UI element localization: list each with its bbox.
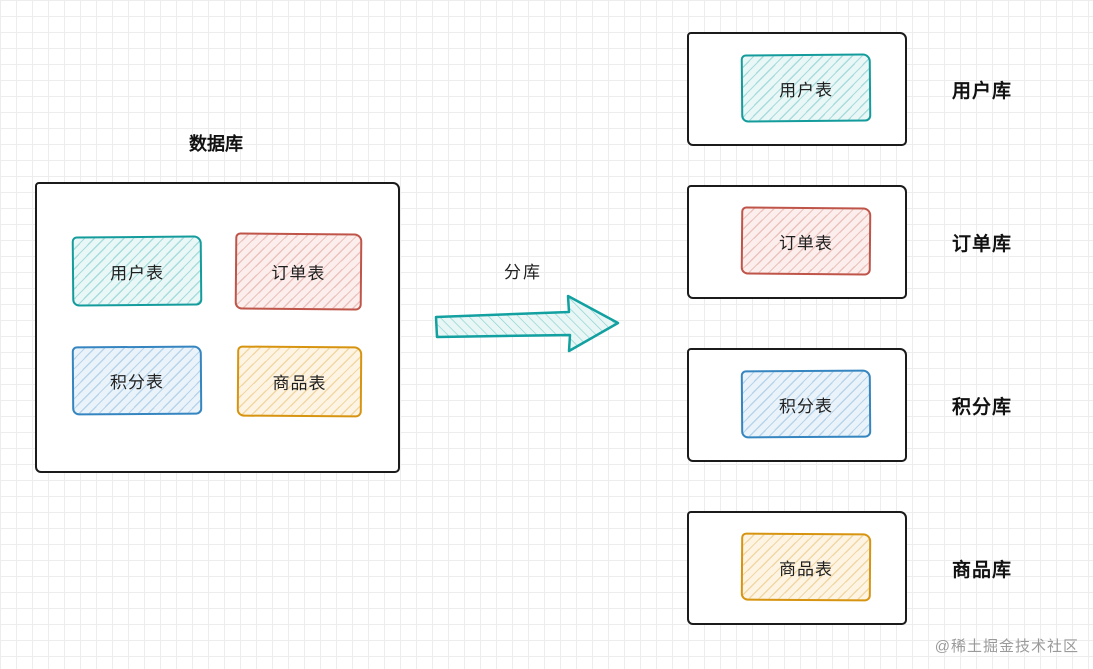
target-table-goods: 商品表 <box>740 532 872 602</box>
source-table-order-label: 订单表 <box>271 263 326 284</box>
target-table-goods-label: 商品表 <box>778 559 834 579</box>
target-db-box-goods: 商品表 <box>687 511 907 625</box>
source-table-user-label: 用户表 <box>109 263 165 283</box>
target-table-score: 积分表 <box>740 369 872 439</box>
target-db-label-order: 订单库 <box>952 234 1013 255</box>
target-db-label-score: 积分库 <box>952 397 1013 418</box>
source-db-title: 数据库 <box>189 134 243 154</box>
source-db-box: 用户表 订单表 积分表 商品表 <box>35 182 400 473</box>
right-arrow-icon <box>434 294 620 353</box>
target-db-label-user: 用户库 <box>952 81 1013 102</box>
source-table-order: 订单表 <box>234 232 363 311</box>
target-db-box-order: 订单表 <box>687 185 907 299</box>
source-table-score: 积分表 <box>71 345 203 416</box>
target-table-order-label: 订单表 <box>778 233 834 253</box>
target-table-score-label: 积分表 <box>778 396 834 416</box>
target-table-user: 用户表 <box>740 53 872 123</box>
target-table-user-label: 用户表 <box>778 80 834 100</box>
target-db-label-goods: 商品库 <box>952 560 1013 581</box>
target-table-order: 订单表 <box>740 206 872 276</box>
source-table-goods: 商品表 <box>236 345 363 418</box>
split-arrow-label: 分库 <box>504 263 542 282</box>
source-table-user: 用户表 <box>71 235 203 307</box>
source-table-goods-label: 商品表 <box>272 373 327 394</box>
watermark-text: @稀土掘金技术社区 <box>934 638 1079 655</box>
target-db-box-score: 积分表 <box>687 348 907 462</box>
target-db-box-user: 用户表 <box>687 32 907 146</box>
source-table-score-label: 积分表 <box>109 372 165 393</box>
